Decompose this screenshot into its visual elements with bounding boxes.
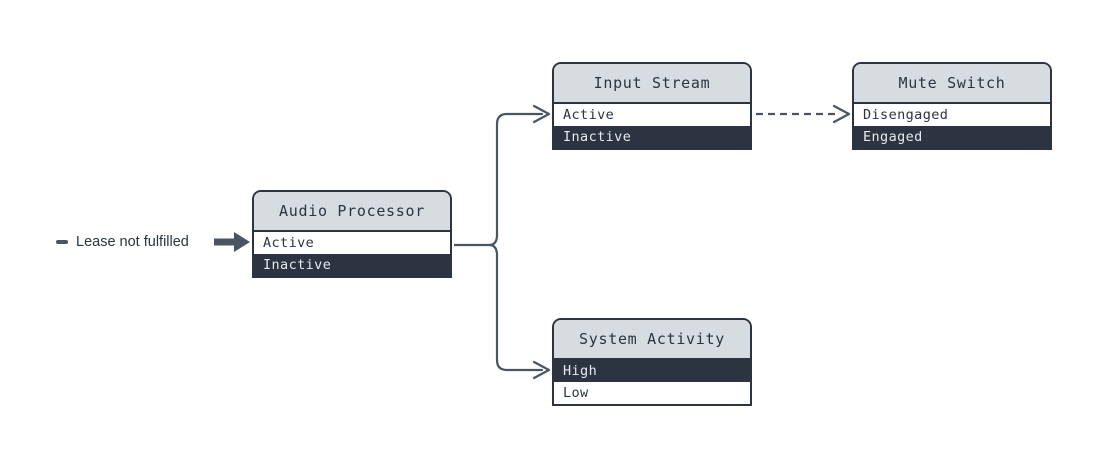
connector-input-stream-to-mute-switch [756,104,851,124]
node-row-mute-switch-engaged[interactable]: Engaged [854,126,1050,148]
node-title-audio-processor: Audio Processor [254,192,450,232]
node-mute-switch[interactable]: Mute Switch Disengaged Engaged [852,62,1052,150]
connector-audio-processor-to-input-stream [487,104,551,247]
node-title-mute-switch: Mute Switch [854,64,1050,104]
node-input-stream[interactable]: Input Stream Active Inactive [552,62,752,150]
line-stub-icon [56,240,68,244]
node-title-system-activity: System Activity [554,320,750,360]
node-system-activity[interactable]: System Activity High Low [552,318,752,406]
connector-entry-to-audio-processor [214,232,250,252]
node-title-input-stream: Input Stream [554,64,750,104]
node-row-mute-switch-disengaged[interactable]: Disengaged [854,104,1050,126]
entry-label-group: Lease not fulfilled [56,231,189,253]
connector-audio-processor-to-system-activity [487,243,551,380]
node-row-audio-processor-active[interactable]: Active [254,232,450,254]
node-row-input-stream-inactive[interactable]: Inactive [554,126,750,148]
node-audio-processor[interactable]: Audio Processor Active Inactive [252,190,452,278]
node-row-system-activity-high[interactable]: High [554,360,750,382]
node-row-audio-processor-inactive[interactable]: Inactive [254,254,450,276]
entry-label-text: Lease not fulfilled [76,234,189,250]
node-row-system-activity-low[interactable]: Low [554,382,750,404]
node-row-input-stream-active[interactable]: Active [554,104,750,126]
